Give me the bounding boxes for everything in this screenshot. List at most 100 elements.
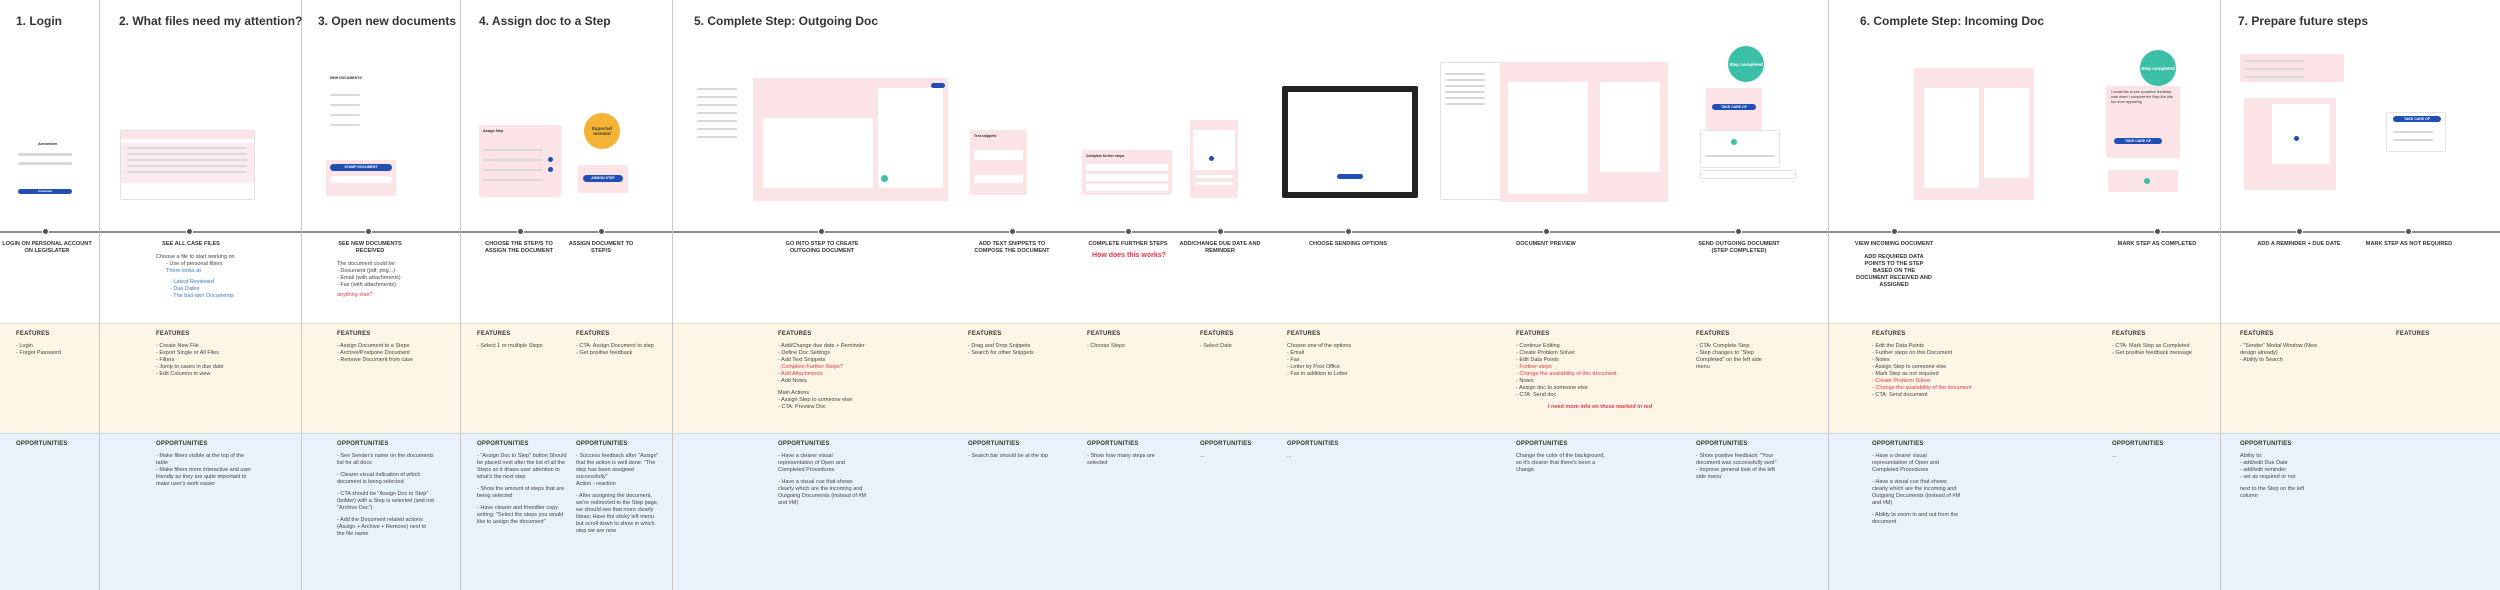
table-row[interactable]: [127, 147, 247, 149]
step-view-incoming: View incoming document: [1854, 241, 1934, 247]
step-complete-further: Complete further steps: [1088, 241, 1168, 247]
menu-item[interactable]: [2393, 131, 2433, 133]
sidebar-item[interactable]: [697, 104, 737, 106]
features-heading: FEATURES: [2240, 331, 2274, 337]
table-row[interactable]: [127, 171, 247, 173]
sidebar-item[interactable]: [1445, 79, 1485, 81]
preview-list-mockup: [1440, 62, 1502, 200]
sidebar-item[interactable]: [697, 96, 737, 98]
list-item: - Success feedback after "Assign" that t…: [576, 453, 659, 480]
menu-item[interactable]: [2244, 60, 2304, 62]
list-item[interactable]: [330, 114, 360, 116]
menu-item[interactable]: [2244, 76, 2304, 78]
sidebar-item[interactable]: [1445, 91, 1485, 93]
list-item: - CTA: Assign Document to step: [576, 343, 654, 349]
radio-selected-icon[interactable]: [548, 167, 553, 172]
login-button[interactable]: Anmelden: [18, 189, 72, 194]
section-title-future: 7. Prepare future steps: [2238, 14, 2369, 28]
selected-date-icon[interactable]: [1209, 156, 1214, 161]
further-step-option[interactable]: [1086, 164, 1168, 171]
case-files-description: Choose a file to start working on - Use …: [156, 254, 266, 300]
send-button[interactable]: [1337, 174, 1363, 179]
table-row[interactable]: [127, 153, 247, 155]
secondary-button[interactable]: [330, 176, 392, 183]
reminder-field[interactable]: [1195, 182, 1233, 185]
features-list: - Select 1 or multiple Steps: [477, 343, 543, 350]
document-preview-mockup: [1500, 62, 1668, 202]
sidebar-item[interactable]: [697, 136, 737, 138]
menu-item[interactable]: [2244, 68, 2304, 70]
stamp-document-button[interactable]: STAMP DOCUMENT: [330, 164, 392, 171]
radio-selected-icon[interactable]: [548, 157, 553, 162]
list-item: Ability to:: [2240, 453, 2263, 459]
opportunities-heading: OPPORTUNITIES: [2240, 441, 2292, 447]
document-preview-page: [1508, 82, 1588, 194]
timeline-dot: [2405, 228, 2412, 235]
selected-date-icon[interactable]: [2294, 136, 2299, 141]
step-settings-panel[interactable]: [878, 88, 943, 188]
opportunities-list: - Make filters visible at the top of the…: [156, 453, 254, 488]
list-item: - See Sender's name on the documents lis…: [337, 453, 434, 466]
section-divider: [460, 0, 461, 590]
reminder-calendar-mockup: [2244, 98, 2336, 190]
sidebar-item[interactable]: [1445, 85, 1485, 87]
case-files-link[interactable]: - Latest Reviewed: [170, 279, 215, 285]
menu-item[interactable]: [2393, 139, 2433, 141]
data-points-panel[interactable]: [1984, 88, 2029, 178]
list-item[interactable]: [330, 94, 360, 96]
complete-toggle-icon[interactable]: [881, 175, 888, 182]
step-option[interactable]: [483, 179, 543, 181]
take-care-button[interactable]: TAKE CARE OF: [1712, 104, 1756, 110]
calendar-picker[interactable]: [1193, 130, 1235, 170]
list-item: - CTA: Send document: [1872, 392, 1928, 398]
case-files-intro: Choose a file to start working on: [156, 254, 235, 260]
features-heading: FEATURES: [1872, 331, 1906, 337]
case-files-link[interactable]: There looks at: [166, 268, 201, 274]
sidebar-item[interactable]: [697, 120, 737, 122]
section-title-assign: 4. Assign doc to a Step: [479, 14, 611, 28]
preview-doc-button[interactable]: [931, 83, 945, 88]
list-item: - Fax: [1287, 357, 1300, 363]
new-docs-type: - Document (pdf, png...): [337, 268, 396, 274]
preview-actions-panel[interactable]: [1600, 82, 1660, 172]
login-email-field[interactable]: [18, 153, 72, 156]
features-list: - Select Date: [1200, 343, 1232, 350]
list-item[interactable]: [1705, 155, 1775, 157]
table-row[interactable]: [127, 159, 247, 161]
further-step-option[interactable]: [1086, 174, 1168, 181]
list-item: - Further steps on this Document: [1872, 350, 1953, 356]
sidebar-item[interactable]: [697, 128, 737, 130]
sidebar-item[interactable]: [697, 88, 737, 90]
list-item: - Have a clearer visual representation o…: [778, 453, 845, 473]
reminder-field[interactable]: [1195, 175, 1233, 178]
login-password-field[interactable]: [18, 162, 72, 165]
list-item[interactable]: [330, 104, 360, 106]
sidebar-item[interactable]: [1445, 97, 1485, 99]
assign-step-button[interactable]: ASSIGN STEP: [583, 175, 623, 182]
take-care-button[interactable]: TAKE CARE OF: [2393, 116, 2441, 122]
list-item: - Create New File: [156, 343, 199, 349]
opportunities-list: ...: [2112, 453, 2172, 460]
list-item: ...: [1287, 453, 1292, 459]
snippet-search[interactable]: [974, 175, 1023, 183]
case-files-link[interactable]: - Due Dates: [170, 286, 200, 292]
case-files-link[interactable]: - The ball own Documents: [170, 293, 234, 299]
reminder-calendar[interactable]: [2272, 104, 2330, 164]
timeline-dot: [1125, 228, 1132, 235]
features-list: - Edit the Data Points- Further steps on…: [1872, 343, 1972, 399]
sidebar-item[interactable]: [1445, 103, 1485, 105]
new-docs-title: NEW DOCUMENTS: [330, 76, 362, 80]
new-documents-mockup: NEW DOCUMENTS STAMP DOCUMENT: [326, 72, 396, 197]
list-item[interactable]: [330, 124, 360, 126]
step-option[interactable]: [483, 169, 543, 171]
further-step-option[interactable]: [1086, 184, 1168, 191]
take-care-button[interactable]: TAKE CARE OF: [2114, 138, 2162, 144]
document-editor[interactable]: [763, 118, 873, 188]
table-row[interactable]: [127, 165, 247, 167]
sidebar-item[interactable]: [697, 112, 737, 114]
opportunities-list: - Success feedback after "Assign" that t…: [576, 453, 662, 535]
sidebar-item[interactable]: [1445, 73, 1485, 75]
snippet-item[interactable]: [974, 150, 1023, 160]
step-option[interactable]: [483, 149, 543, 151]
step-option[interactable]: [483, 159, 543, 161]
